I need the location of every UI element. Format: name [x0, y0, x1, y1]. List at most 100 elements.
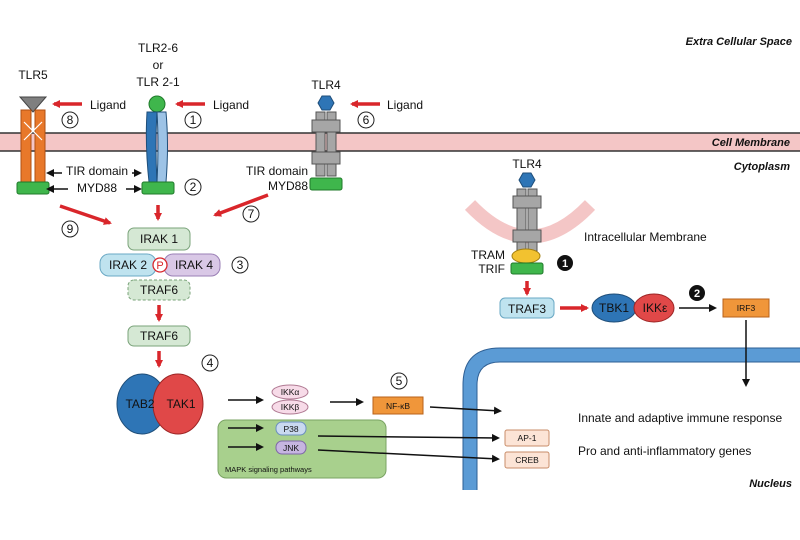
tak1-node: [152, 373, 204, 435]
irak1-node: [127, 227, 191, 251]
ligand-label-tlr2: Ligand: [213, 98, 249, 112]
ikka-node: [271, 384, 309, 400]
myd88-label-bg: [68, 181, 126, 195]
irak4-label: IRAK 4: [175, 258, 213, 272]
arrow-tlr4-to-irak: [213, 193, 269, 217]
step-7: 7: [248, 207, 255, 221]
p38-label: P38: [283, 424, 298, 434]
step-9-icon: [61, 220, 79, 238]
tlr5-left-chain: [20, 109, 32, 183]
step-5: 5: [396, 374, 403, 388]
creb-node: [504, 451, 550, 469]
step-4: 4: [207, 356, 214, 370]
tlr2-label-2: or: [153, 58, 164, 72]
step-2: 2: [190, 180, 197, 194]
step-b1-icon: [557, 255, 573, 271]
step-3: 3: [237, 258, 244, 272]
innate-response-label: Innate and adaptive immune response: [578, 411, 782, 425]
tlr5-label: TLR5: [18, 68, 48, 82]
traf6-node: [127, 325, 191, 347]
trif-node: [510, 262, 544, 275]
tab2-label: TAB2: [125, 397, 154, 411]
tlr4-myd88: [309, 177, 343, 191]
tlr4-label: TLR4: [311, 78, 341, 92]
ap1-label: AP-1: [518, 433, 537, 443]
step-b2-icon: [689, 285, 705, 301]
myd88-tlr4-label: MYD88: [268, 179, 308, 193]
step-b2: 2: [694, 288, 700, 300]
irf3-node: [722, 298, 770, 318]
ikkb-node: [271, 399, 309, 415]
jnk-node: [275, 440, 307, 455]
tlr4-endo-label: TLR4: [512, 157, 542, 171]
nfkb-node: [372, 396, 424, 415]
arrow-p38-to-ap1: [317, 433, 500, 442]
tlr2-left-chain: [145, 111, 158, 183]
tlr2-label-3: TLR 2-1: [136, 75, 180, 89]
cytoplasm-label: Cytoplasm: [734, 161, 790, 173]
step-8: 8: [67, 113, 74, 127]
proinflam-label: Pro and anti-inflammatory genes: [578, 444, 751, 458]
tlr4-endo-ligand-icon: [518, 172, 536, 188]
nucleus-envelope-edge: [462, 347, 800, 490]
step-6-icon: [357, 111, 375, 129]
step-8-icon: [61, 111, 79, 129]
mapk-label: MAPK signaling pathways: [225, 465, 312, 474]
step-b1: 1: [562, 258, 568, 270]
step-3-icon: [231, 256, 249, 274]
nfkb-label: NF-κB: [386, 401, 410, 411]
phosphate-label: P: [156, 260, 163, 272]
tlr5-myd88: [16, 181, 50, 195]
tlr4-endo-mid-top: [512, 195, 542, 209]
tir-domain-tlr4-label: TIR domain: [246, 164, 308, 178]
ligand-circle-icon: [148, 95, 166, 113]
ikke-label: IKKε: [643, 301, 668, 315]
extracellular-label: Extra Cellular Space: [686, 36, 792, 48]
traf6-label: TRAF6: [140, 329, 178, 343]
traf6-dashed-label: TRAF6: [140, 283, 178, 297]
irf3-label: IRF3: [737, 303, 756, 313]
p38-node: [275, 421, 307, 436]
step-5-icon: [390, 372, 408, 390]
tram-label: TRAM: [471, 248, 505, 262]
tlr5-cross: [23, 121, 43, 141]
jnk-label: JNK: [283, 443, 299, 453]
irak2-label: IRAK 2: [109, 258, 147, 272]
tlr4-right-chain: [326, 111, 337, 177]
traf3-node: [499, 297, 555, 319]
ikke-node: [633, 293, 675, 323]
traf3-label: TRAF3: [508, 302, 546, 316]
ligand-label-tlr5: Ligand: [90, 98, 126, 112]
tlr4-mid-bottom: [311, 151, 341, 165]
cell-membrane-label: Cell Membrane: [712, 137, 790, 149]
myd88-label: MYD88: [77, 181, 117, 195]
traf6-dashed-node: [127, 279, 191, 301]
creb-label: CREB: [515, 455, 539, 465]
step-4-icon: [201, 354, 219, 372]
ikkb-label: IKKβ: [281, 402, 300, 412]
arrow-jnk-to-creb: [317, 449, 500, 463]
cell-membrane-band: [0, 133, 800, 151]
phosphate-circle-icon: [152, 257, 168, 273]
step-2-icon: [184, 178, 202, 196]
ligand-label-tlr4: Ligand: [387, 98, 423, 112]
tlr5-right-chain: [34, 109, 46, 183]
trif-label: TRIF: [478, 262, 505, 276]
nucleus-envelope: [463, 348, 800, 490]
step-6: 6: [363, 113, 370, 127]
step-1-icon: [184, 111, 202, 129]
ikka-label: IKKα: [281, 387, 300, 397]
tlr2-right-chain: [156, 111, 168, 183]
step-1: 1: [190, 113, 197, 127]
tlr4-mid-top: [311, 119, 341, 133]
tlr2-label-1: TLR2-6: [138, 41, 178, 55]
step-9: 9: [67, 222, 74, 236]
tlr4-endo-mid-bottom: [512, 229, 542, 243]
tram-node: [511, 248, 541, 264]
tbk1-label: TBK1: [599, 301, 629, 315]
arrow-nfkb-to-nucleus: [429, 406, 502, 415]
tir-domain-label: TIR domain: [66, 164, 128, 178]
tak1-label: TAK1: [166, 397, 195, 411]
